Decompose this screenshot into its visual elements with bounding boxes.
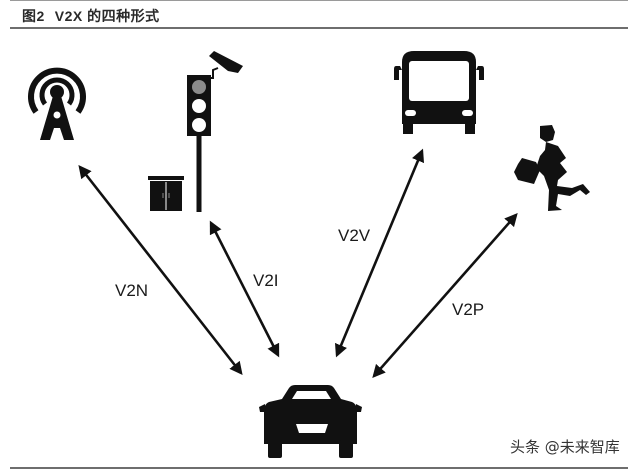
running-person-icon bbox=[514, 125, 590, 211]
top-rule bbox=[10, 0, 628, 1]
title-rule bbox=[10, 27, 628, 29]
bus-icon bbox=[394, 51, 484, 134]
camera-icon bbox=[209, 51, 243, 79]
bottom-rule bbox=[10, 467, 628, 469]
v2p-arrow bbox=[372, 213, 518, 378]
figure-title: 图2 V2X 的四种形式 bbox=[22, 6, 160, 26]
traffic-light-icon bbox=[187, 75, 211, 212]
v2i-arrow bbox=[209, 220, 280, 358]
v2v-arrow bbox=[335, 148, 424, 358]
car-icon bbox=[259, 385, 362, 458]
v2n-label: V2N bbox=[115, 281, 148, 300]
figure-title-text: V2X 的四种形式 bbox=[54, 8, 160, 24]
v2v-label: V2V bbox=[338, 226, 371, 245]
link-v2v: V2V bbox=[335, 148, 424, 358]
link-v2p: V2P bbox=[372, 213, 518, 378]
v2p-label: V2P bbox=[452, 300, 484, 319]
figure-number: 图2 bbox=[22, 8, 45, 24]
watermark: 头条 @未来智库 bbox=[510, 438, 620, 456]
v2i-label: V2I bbox=[253, 271, 279, 290]
link-v2i: V2I bbox=[209, 220, 280, 358]
cell-tower-icon bbox=[28, 67, 86, 140]
roadside-cabinet-icon bbox=[148, 176, 184, 211]
